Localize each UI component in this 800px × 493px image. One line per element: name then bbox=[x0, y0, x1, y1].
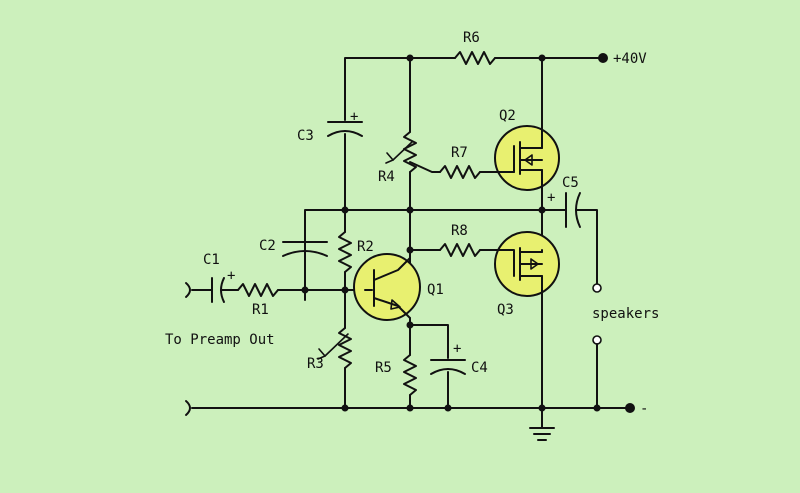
resistor-r2 bbox=[338, 209, 352, 329]
label-q3: Q3 bbox=[497, 302, 514, 318]
resistor-r7 bbox=[439, 165, 481, 179]
capacitor-c2 bbox=[282, 241, 328, 257]
resistor-r3 bbox=[317, 327, 352, 409]
label-c5: C5 bbox=[562, 175, 579, 191]
label-c1: C1 bbox=[203, 252, 220, 268]
speaker-terminal-bottom bbox=[592, 335, 602, 345]
ground-rail bbox=[185, 400, 635, 416]
label-c3: C3 bbox=[297, 128, 314, 144]
resistor-r5 bbox=[403, 354, 417, 409]
label-q2: Q2 bbox=[499, 108, 516, 124]
label-q1: Q1 bbox=[427, 282, 444, 298]
top-rail bbox=[344, 51, 608, 121]
speaker-terminal-top bbox=[592, 283, 602, 293]
label-c4: C4 bbox=[471, 360, 488, 376]
junction-dot bbox=[406, 404, 414, 412]
plus-c3: + bbox=[350, 109, 358, 125]
transistor-q1 bbox=[353, 253, 421, 321]
label-r6: R6 bbox=[463, 30, 480, 46]
junction-dot bbox=[341, 404, 349, 412]
resistor-r8 bbox=[439, 243, 481, 257]
label-r2: R2 bbox=[357, 239, 374, 255]
output-rail bbox=[304, 209, 556, 301]
ground-icon bbox=[529, 407, 555, 441]
negative-terminal bbox=[625, 403, 635, 413]
resistor-r6 bbox=[454, 51, 496, 65]
mosfet-q3 bbox=[494, 231, 560, 297]
plus-c1: + bbox=[227, 268, 235, 284]
negative-label: - bbox=[640, 401, 648, 417]
junction-dot bbox=[444, 404, 452, 412]
mosfet-q2 bbox=[494, 125, 560, 191]
plus-c5: + bbox=[547, 190, 555, 206]
plus-c4: + bbox=[453, 341, 461, 357]
label-r4: R4 bbox=[378, 169, 395, 185]
capacitor-c5 bbox=[554, 192, 598, 285]
junction-dot bbox=[593, 404, 601, 412]
resistor-r1 bbox=[237, 283, 279, 297]
label-r8: R8 bbox=[451, 223, 468, 239]
junction-dot bbox=[406, 206, 414, 214]
input-network bbox=[185, 277, 366, 303]
supply-label: +40V bbox=[613, 51, 647, 67]
label-r5: R5 bbox=[375, 360, 392, 376]
supply-terminal bbox=[598, 53, 608, 63]
resistor-r4 bbox=[385, 131, 417, 173]
label-r1: R1 bbox=[252, 302, 269, 318]
junction-dot bbox=[538, 206, 546, 214]
label-r7: R7 bbox=[451, 145, 468, 161]
speakers-label: speakers bbox=[592, 306, 659, 322]
capacitor-c4 bbox=[430, 359, 466, 409]
input-label: To Preamp Out bbox=[165, 332, 275, 348]
label-r3: R3 bbox=[307, 356, 324, 372]
label-c2: C2 bbox=[259, 238, 276, 254]
capacitor-c3 bbox=[327, 121, 363, 211]
